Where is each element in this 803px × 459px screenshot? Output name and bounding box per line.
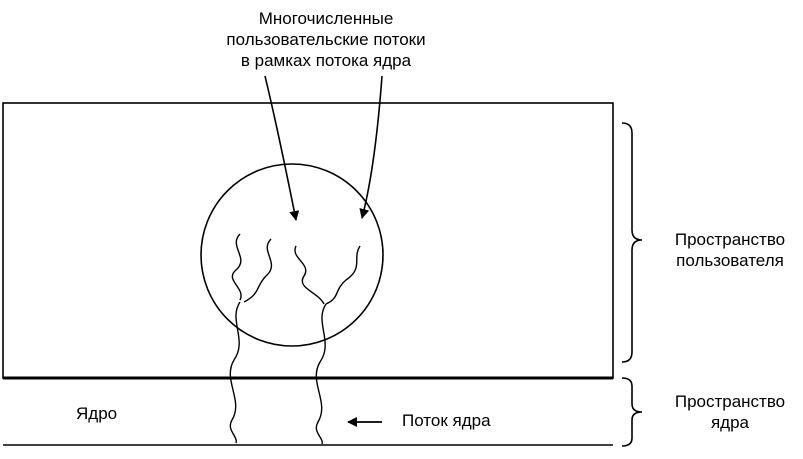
kernel-thread-2 bbox=[315, 303, 327, 445]
user-thread-1 bbox=[231, 233, 242, 301]
process-circle bbox=[200, 163, 384, 347]
user-space-region bbox=[2, 102, 614, 379]
user-space-line-1: Пространство bbox=[674, 230, 786, 249]
user-thread-2 bbox=[243, 238, 273, 303]
kernel-thread-1 bbox=[229, 301, 241, 444]
multiple-user-threads-label: Многочисленные пользовательские потоки в… bbox=[185, 8, 467, 71]
kernel-space-brace bbox=[621, 377, 643, 447]
callout-line-1: Многочисленные bbox=[258, 9, 394, 28]
callout-line-3: в рамках потока ядра bbox=[240, 51, 412, 70]
kernel-space-line-2: ядра bbox=[710, 413, 750, 432]
callout-line-2: пользовательские потоки bbox=[226, 30, 426, 49]
user-space-brace bbox=[621, 122, 643, 363]
user-thread-4 bbox=[325, 245, 361, 305]
user-thread-3 bbox=[294, 245, 325, 305]
user-space-line-2: пользователя bbox=[676, 251, 784, 270]
callout-arrow-2 bbox=[359, 75, 383, 219]
kernel-space-label: Пространство ядра bbox=[650, 391, 803, 433]
callout-arrow-1 bbox=[264, 75, 300, 221]
kernel-space-line-1: Пространство bbox=[674, 392, 786, 411]
kernel-thread-label: Поток ядра bbox=[402, 411, 491, 430]
user-space-label: Пространство пользователя bbox=[650, 229, 803, 271]
kernel-label: Ядро bbox=[76, 404, 118, 423]
